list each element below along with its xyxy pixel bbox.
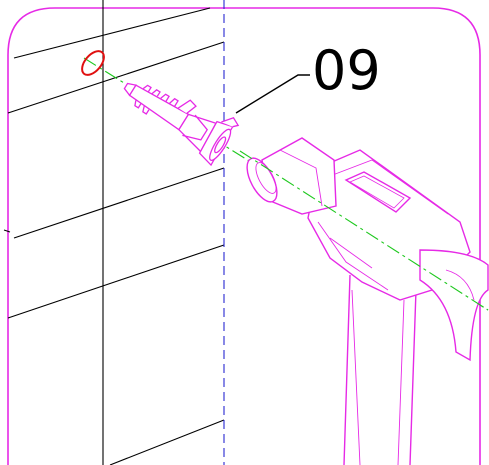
frame-border bbox=[7, 7, 481, 465]
drill-hole-marker-icon bbox=[81, 50, 105, 76]
step-label: 09 bbox=[312, 39, 381, 102]
wall-plug-icon bbox=[123, 82, 240, 167]
wall-tile-grid bbox=[7, 0, 225, 465]
edge-tick bbox=[3, 229, 11, 233]
hammer-icon bbox=[246, 137, 489, 465]
alignment-axis-overlay bbox=[239, 150, 489, 311]
label-leader-line bbox=[235, 74, 310, 114]
